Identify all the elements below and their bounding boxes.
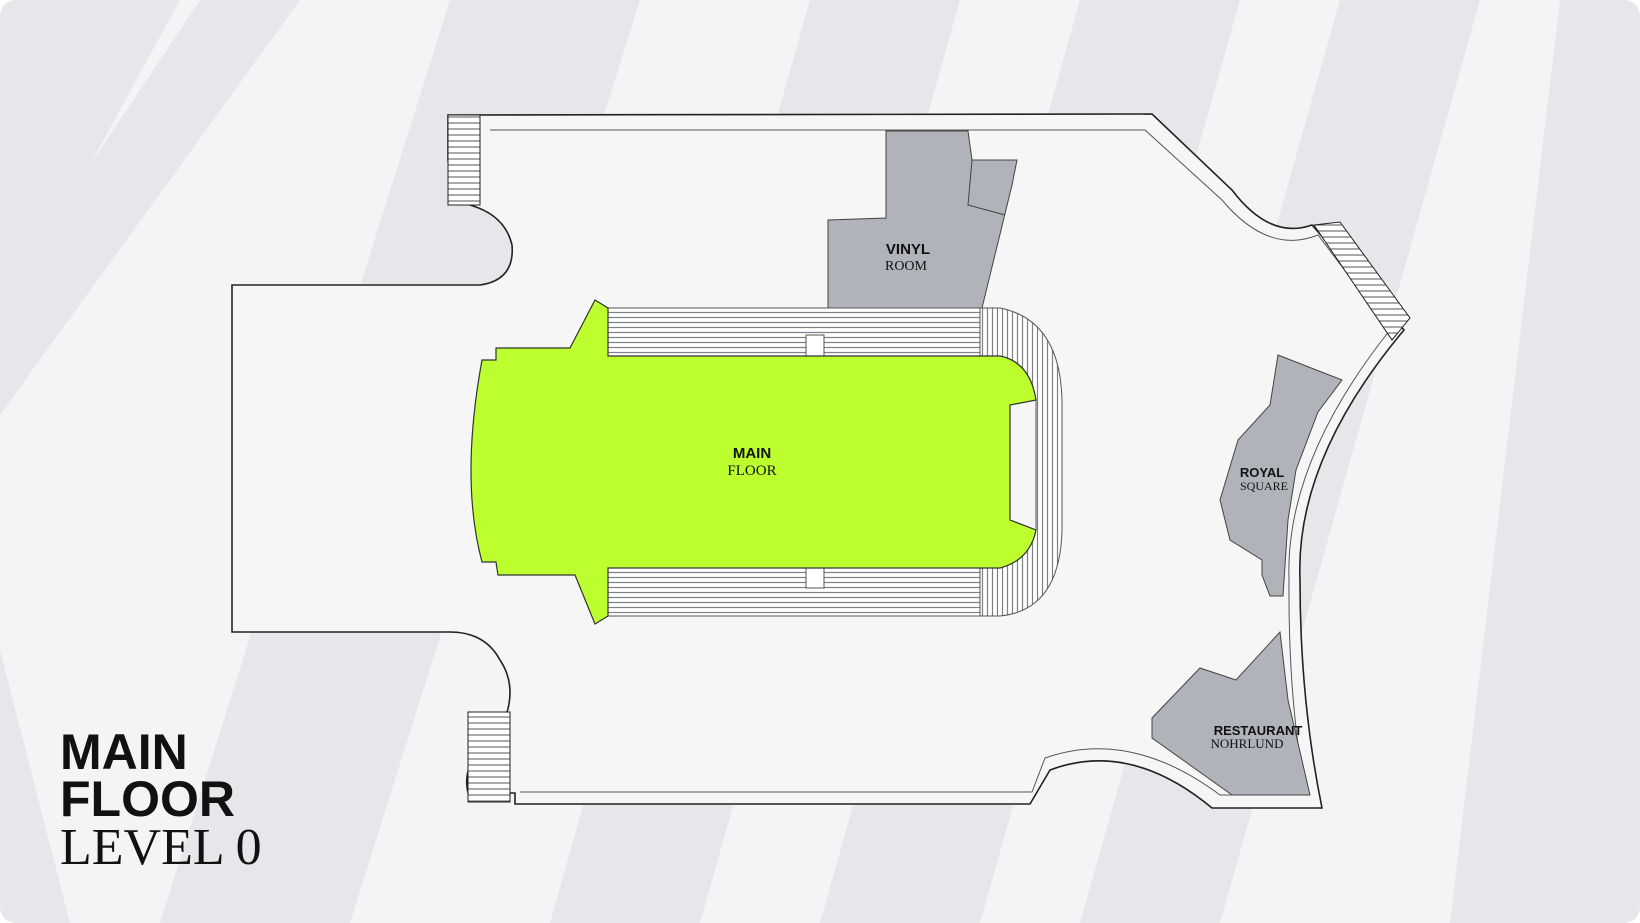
- restaurant-zone: [1151, 630, 1311, 796]
- aisle-top: [805, 334, 825, 357]
- vinyl-room-divider: [967, 159, 1006, 216]
- level-title-line2: FLOOR: [60, 771, 235, 827]
- main-floor-sublabel: FLOOR: [727, 463, 776, 479]
- level-title-line3: LEVEL 0: [60, 819, 262, 876]
- vinyl-room-label: VINYL: [886, 241, 930, 258]
- building-inner-wall: [490, 129, 1391, 796]
- royal-square-sublabel: SQUARE: [1240, 479, 1288, 493]
- stairs-bottom-left: [467, 711, 511, 803]
- restaurant-label: RESTAURANT: [1214, 723, 1303, 738]
- royal-square-zone: [1219, 354, 1343, 597]
- vinyl-room-zone: [827, 130, 1018, 309]
- stairs-top-left: [447, 114, 481, 206]
- seating-bottom: [607, 567, 981, 617]
- vinyl-room-sublabel: ROOM: [885, 259, 928, 274]
- main-floor-zone: [470, 299, 1037, 625]
- restaurant-sublabel: NOHRLUND: [1211, 736, 1284, 751]
- main-floor-label: MAIN: [733, 445, 771, 462]
- level-title-line1: MAIN: [60, 724, 188, 780]
- seating-top: [607, 307, 981, 357]
- royal-square-label: ROYAL: [1240, 465, 1284, 480]
- stairs-right: [1313, 221, 1411, 341]
- aisle-bottom: [805, 567, 825, 589]
